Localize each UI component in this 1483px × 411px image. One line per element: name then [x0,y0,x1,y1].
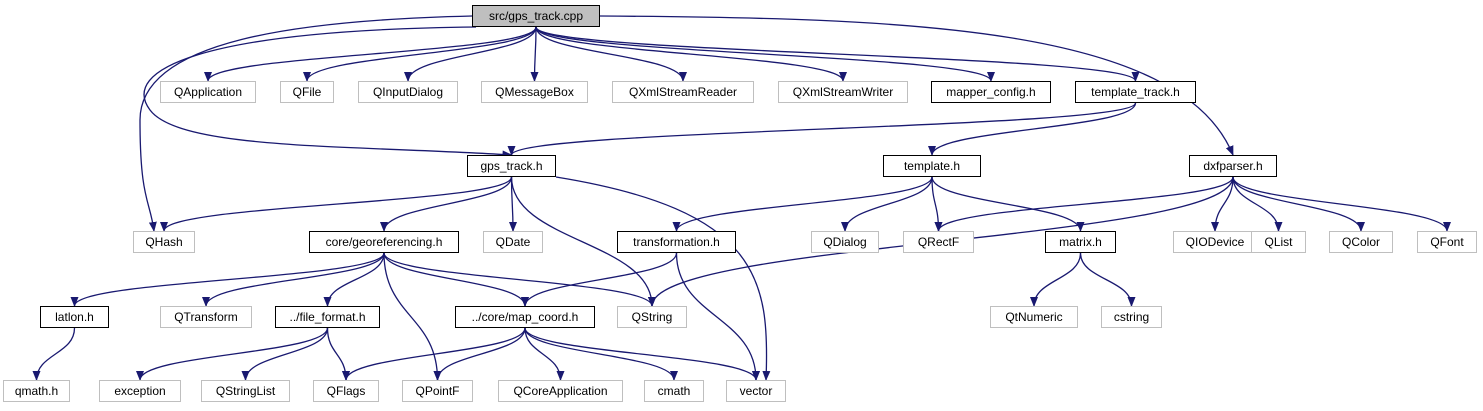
edge-gps-track-cpp-to-mapper-config-h [535,26,995,82]
edge-georeferencing-h-to-file-format-h [323,252,385,307]
graph-node-qdate: QDate [483,231,543,253]
edge-gps-track-cpp-to-dxfparser-h [599,15,1234,156]
edge-dxfparser-h-to-qrectf [934,176,1234,232]
edge-matrix-h-to-qtnumeric [1030,252,1082,307]
edge-dxfparser-h-to-qcolor [1232,176,1365,232]
graph-node-template-track-h[interactable]: template_track.h [1075,81,1196,103]
graph-node-exception: exception [99,380,181,402]
edge-transformation-h-to-map-coord-h [521,252,678,307]
edge-gps-track-cpp-to-qmessagebox [530,26,539,82]
edge-gps-track-h-to-vector [555,176,771,381]
graph-node-matrix-h[interactable]: matrix.h [1045,231,1116,253]
edge-file-format-h-to-qflags [326,327,350,381]
graph-node-qiodevice: QIODevice [1173,231,1257,253]
edge-gps-track-cpp-to-qxmlstreamreader [535,26,687,82]
edge-file-format-h-to-qstringlist [241,327,329,381]
graph-node-gps-track-cpp[interactable]: src/gps_track.cpp [472,5,600,27]
edge-map-coord-h-to-vector [524,327,760,381]
graph-node-file-format-h[interactable]: ../file_format.h [275,306,380,328]
graph-node-qcoreapplication: QCoreApplication [498,380,623,402]
edge-gps-track-cpp-to-gps-track-h [143,26,513,159]
edge-file-format-h-to-exception [136,327,329,381]
edge-georeferencing-h-to-qtransform [202,252,385,307]
graph-node-qtransform: QTransform [160,306,252,328]
graph-node-qfile: QFile [280,81,334,103]
graph-node-qrectf: QRectF [903,231,974,253]
edge-gps-track-cpp-to-qxmlstreamwriter [535,26,847,82]
graph-node-qcolor: QColor [1329,231,1393,253]
graph-node-qfont: QFont [1417,231,1477,253]
edge-map-coord-h-to-cmath [524,327,678,381]
graph-node-qtnumeric: QtNumeric [990,306,1078,328]
graph-node-qinputdialog: QInputDialog [358,81,458,103]
edge-map-coord-h-to-qpointf [433,327,526,381]
graph-node-cmath: cmath [644,380,704,402]
edge-gps-track-cpp-to-qhash [139,15,473,232]
graph-node-gps-track-h[interactable]: gps_track.h [467,155,556,177]
edge-template-h-to-qdialog [841,176,933,232]
graph-node-qdialog: QDialog [811,231,879,253]
graph-node-qlist: QList [1251,231,1306,253]
edge-dxfparser-h-to-qfont [1232,176,1451,232]
graph-node-georeferencing-h[interactable]: core/georeferencing.h [309,231,459,253]
edge-matrix-h-to-cstring [1079,252,1136,307]
edge-gps-track-cpp-to-template-track-h [535,26,1140,82]
edge-dxfparser-h-to-qiodevice [1211,176,1234,232]
graph-node-template-h[interactable]: template.h [883,155,981,177]
graph-node-qstringlist: QStringList [201,380,290,402]
edge-gps-track-h-to-qhash [160,176,513,232]
graph-node-qhash: QHash [133,231,195,253]
graph-node-qapplication: QApplication [160,81,256,103]
graph-node-vector: vector [726,380,786,402]
edge-gps-track-cpp-to-qapplication [204,26,537,82]
graph-node-cstring: cstring [1101,306,1162,328]
graph-node-transformation-h[interactable]: transformation.h [617,231,736,253]
graph-node-qxmlstreamreader: QXmlStreamReader [612,81,754,103]
edge-dxfparser-h-to-qlist [1232,176,1283,232]
edge-gps-track-cpp-to-qinputdialog [404,26,537,82]
edge-gps-track-h-to-georeferencing-h [380,176,513,232]
edge-template-track-h-to-template-h [928,102,1137,156]
edge-latlon-h-to-qmath-h [32,327,76,381]
edge-georeferencing-h-to-qpointf [383,252,442,381]
graph-node-mapper-config-h[interactable]: mapper_config.h [931,81,1051,103]
edge-map-coord-h-to-qcoreapplication [524,327,565,381]
edge-template-track-h-to-gps-track-h [507,102,1137,156]
graph-node-dxfparser-h[interactable]: dxfparser.h [1189,155,1277,177]
edge-transformation-h-to-vector [675,252,760,381]
graph-node-qpointf: QPointF [402,380,473,402]
edge-map-coord-h-to-qflags [342,327,526,381]
graph-node-qmessagebox: QMessageBox [481,81,588,103]
edge-template-h-to-matrix-h [931,176,1085,232]
edge-georeferencing-h-to-map-coord-h [383,252,529,307]
graph-node-qstring: QString [617,306,687,328]
graph-node-map-coord-h[interactable]: ../core/map_coord.h [455,306,595,328]
graph-node-qxmlstreamwriter: QXmlStreamWriter [778,81,908,103]
edge-gps-track-cpp-to-qfile [303,26,537,82]
edge-georeferencing-h-to-latlon-h [70,252,385,307]
graph-node-qflags: QFlags [313,380,379,402]
edge-georeferencing-h-to-qstring [383,252,656,307]
edge-template-h-to-transformation-h [672,176,933,232]
edge-gps-track-h-to-qstring [510,176,656,307]
graph-node-qmath-h: qmath.h [3,380,70,402]
graph-node-latlon-h[interactable]: latlon.h [40,306,109,328]
